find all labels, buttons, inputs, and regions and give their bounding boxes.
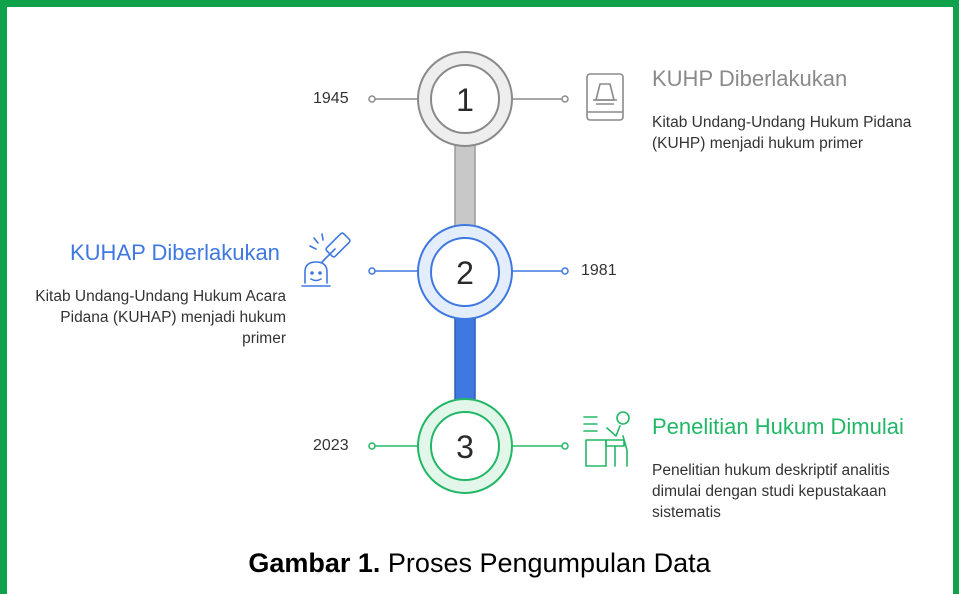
step-2-node: 2: [417, 224, 513, 320]
caption-label: Gambar 1.: [248, 548, 381, 578]
gavel-icon: [301, 232, 351, 287]
step-1-connectors: [368, 95, 569, 103]
step-1-title: KUHP Diberlakukan: [652, 66, 848, 91]
step-1-number: 1: [456, 82, 474, 118]
connector-1-2: [454, 139, 476, 233]
frame-left-border: [0, 0, 7, 594]
step-3-description: Penelitian hukum deskriptif analitis dim…: [652, 462, 890, 521]
step-3-title: Penelitian Hukum Dimulai: [652, 414, 904, 439]
step-1-description: Kitab Undang-Undang Hukum Pidana (KUHP) …: [652, 114, 912, 152]
frame-top-border: [0, 0, 959, 7]
step-3-number: 3: [456, 429, 474, 465]
step-3-year: 2023: [313, 437, 349, 454]
frame-right-border: [953, 0, 959, 594]
connector-2-3: [454, 317, 476, 407]
step-3-node: 3: [417, 398, 513, 494]
step-2-description: Kitab Undang-Undang Hukum Acara Pidana (…: [35, 288, 286, 347]
step-1-node: 1: [417, 51, 513, 147]
step-2-connectors: [368, 267, 569, 275]
researcher-desk-icon: [583, 411, 630, 467]
step-2-year: 1981: [581, 262, 617, 279]
step-3-connectors: [368, 442, 569, 450]
step-1-year: 1945: [313, 90, 349, 107]
law-book-icon: [586, 73, 624, 121]
caption-text: Proses Pengumpulan Data: [380, 548, 711, 578]
step-2-title: KUHAP Diberlakukan: [70, 240, 280, 265]
step-2-number: 2: [456, 255, 474, 291]
figure-caption: Gambar 1. Proses Pengumpulan Data: [0, 548, 959, 579]
